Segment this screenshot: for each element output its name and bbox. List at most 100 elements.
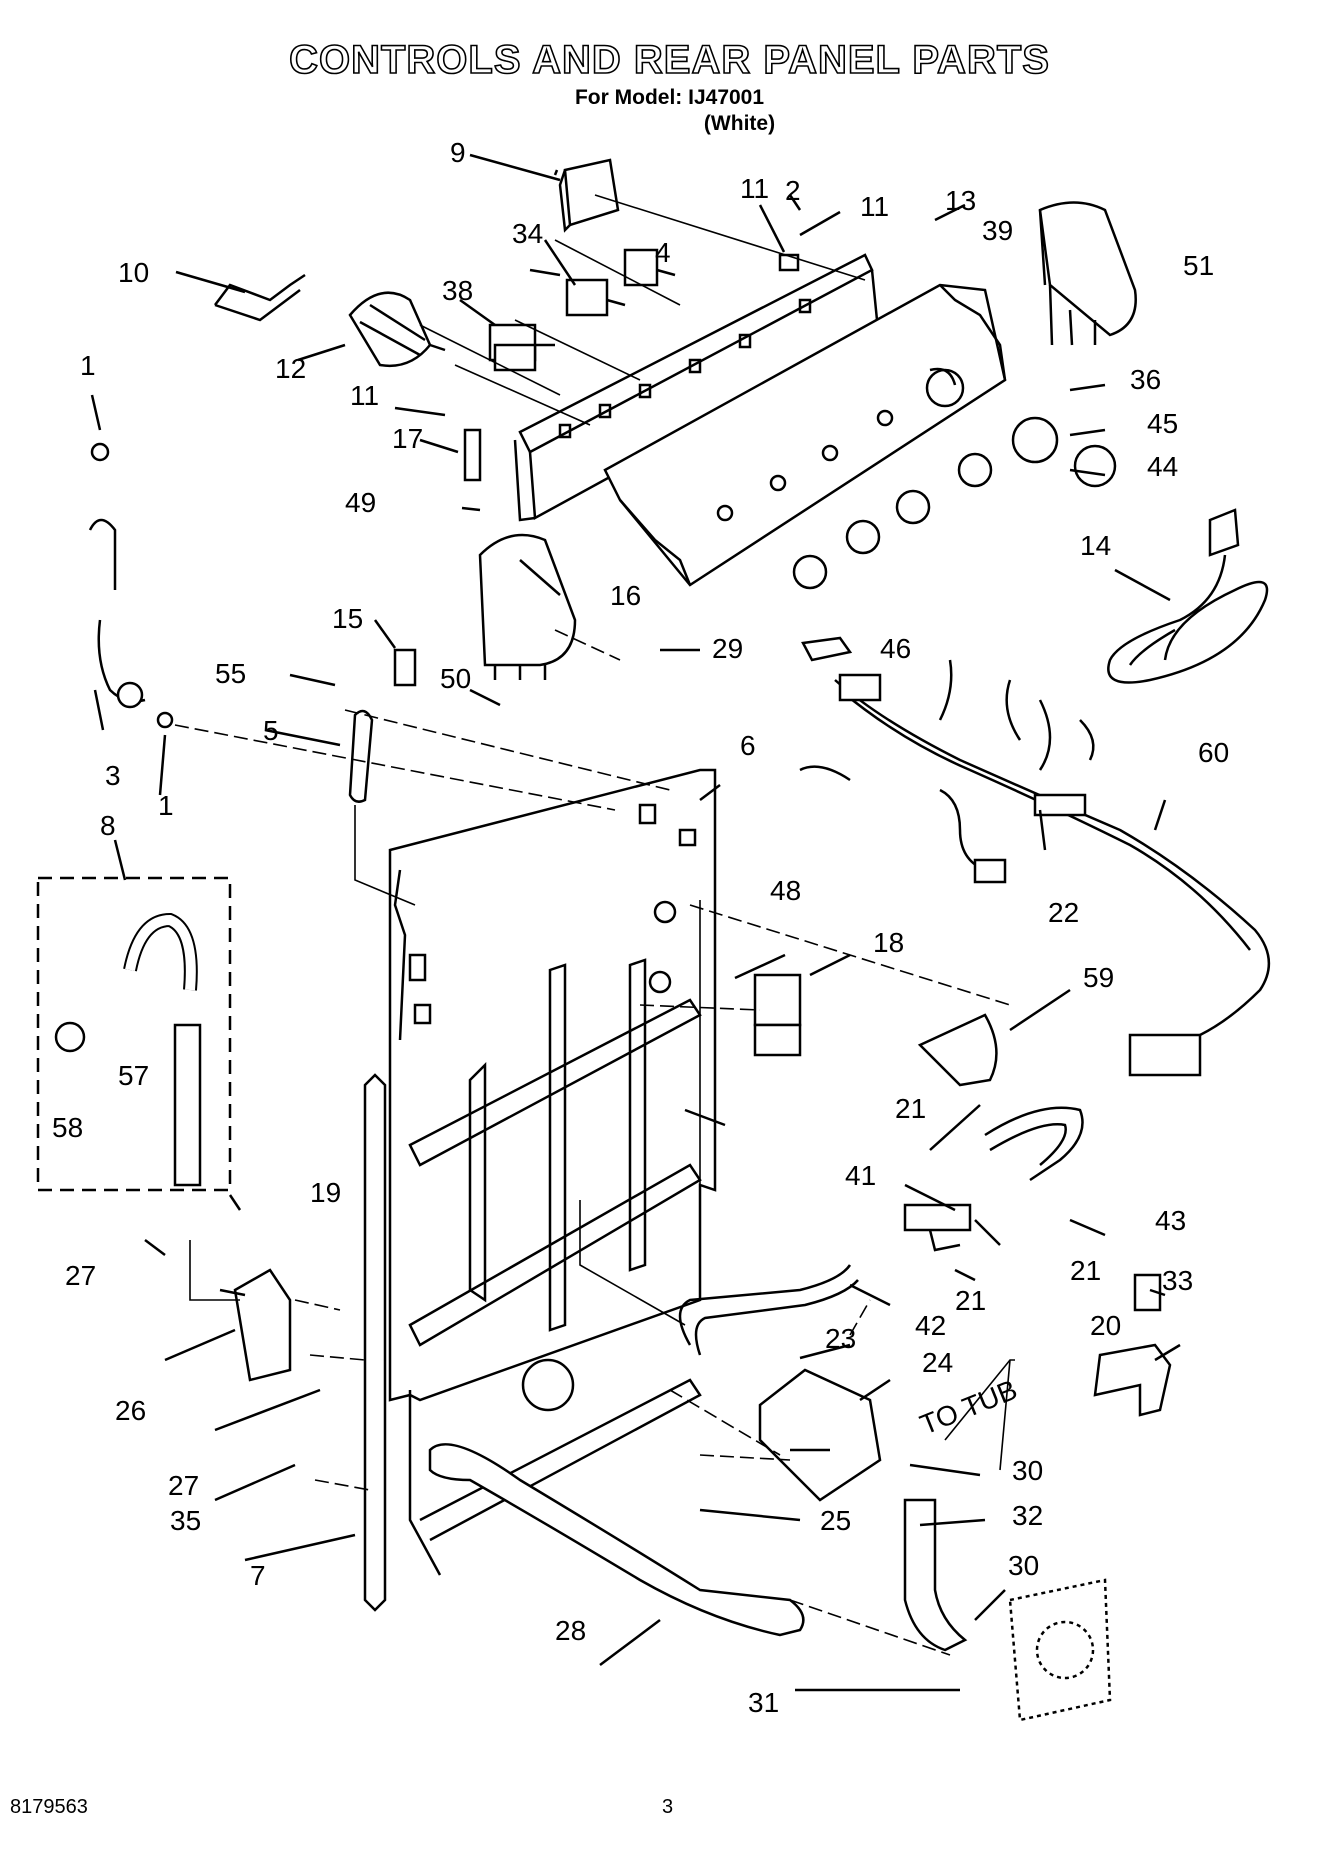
part-number-label: 23 xyxy=(825,1323,856,1354)
water-valve-18 xyxy=(648,900,802,1057)
part-number-label: 7 xyxy=(250,1560,266,1591)
part-number-label: 3 xyxy=(105,760,121,791)
part-24 xyxy=(758,1368,882,1502)
part-number-label: 36 xyxy=(1130,364,1161,395)
part-number-label: 46 xyxy=(880,633,911,664)
part-number-label: 45 xyxy=(1147,408,1178,439)
part-number-label: 48 xyxy=(770,875,801,906)
part-number-label: 29 xyxy=(712,633,743,664)
bracket-10 xyxy=(214,273,306,322)
knob-group-46 xyxy=(792,416,1117,590)
rear-panel-6 xyxy=(388,768,717,1576)
part-number-label: 59 xyxy=(1083,962,1114,993)
part-number-label: 60 xyxy=(1198,737,1229,768)
part-number-label: 19 xyxy=(310,1177,341,1208)
part-number-label: 1 xyxy=(158,790,174,821)
part-number-label: 25 xyxy=(820,1505,851,1536)
part-number-label: 27 xyxy=(168,1470,199,1501)
part-number-label: 20 xyxy=(1090,1310,1121,1341)
part-number-label: 32 xyxy=(1012,1500,1043,1531)
part-number-label: 38 xyxy=(442,275,473,306)
switch-34 xyxy=(565,278,626,317)
strain-relief-15 xyxy=(393,648,417,687)
part-number-label: 44 xyxy=(1147,451,1178,482)
part-number-label: 49 xyxy=(345,487,376,518)
part-number-label: 28 xyxy=(555,1615,586,1646)
part-number-label: 4 xyxy=(655,237,671,268)
part-number-label: 50 xyxy=(440,663,471,694)
part-number-label: 39 xyxy=(982,215,1013,246)
part-number-label: 43 xyxy=(1155,1205,1186,1236)
part-number-label: 24 xyxy=(922,1347,953,1378)
part-number-label: 1 xyxy=(80,350,96,381)
part-number-label: 57 xyxy=(118,1060,149,1091)
inlet-hose-3 xyxy=(88,442,174,729)
part-number-label: 51 xyxy=(1183,250,1214,281)
model-line: For Model: IJ47001 xyxy=(574,86,765,109)
color-line: (White) xyxy=(703,112,776,135)
part-number-label: 30 xyxy=(1012,1455,1043,1486)
part-number-label: 2 xyxy=(785,175,801,206)
part-number-label: 17 xyxy=(392,423,423,454)
part-number-label: 41 xyxy=(845,1160,876,1191)
part-number-label: 21 xyxy=(1070,1255,1101,1286)
leader-arrows xyxy=(90,153,1181,1692)
part-number-label: 8 xyxy=(100,810,116,841)
console-endcap-16 xyxy=(478,533,577,680)
part-26 xyxy=(233,1268,292,1382)
part-number-label: 13 xyxy=(945,185,976,216)
part-number-label: 9 xyxy=(450,137,466,168)
part-number-label: 12 xyxy=(275,353,306,384)
bracket-5 xyxy=(348,709,374,803)
part-number-label: 35 xyxy=(170,1505,201,1536)
part-number-label: 55 xyxy=(215,658,246,689)
clip-2 xyxy=(778,253,800,272)
lamp-holder-36 xyxy=(925,368,965,408)
switch-38 xyxy=(488,323,555,372)
part-number-label: 33 xyxy=(1162,1265,1193,1296)
page-number: 3 xyxy=(662,1796,674,1818)
drain-hose-28 xyxy=(428,1443,805,1637)
drain-hose-32 xyxy=(903,1498,968,1652)
side-rail-7 xyxy=(363,1073,387,1612)
wire-harness-60 xyxy=(799,659,1271,1077)
hose-42 xyxy=(678,1264,859,1356)
bracket-20 xyxy=(1093,1343,1172,1417)
hose-43 xyxy=(984,1106,1084,1182)
fill-hose-kit-8 xyxy=(36,876,232,1192)
part-number-label: 10 xyxy=(118,257,149,288)
part-59 xyxy=(917,1013,998,1087)
part-number-label: 11 xyxy=(740,173,769,204)
part-number-label: 16 xyxy=(610,580,641,611)
part-number-label: 15 xyxy=(332,603,363,634)
part-number-label: 27 xyxy=(65,1260,96,1291)
pump-housing xyxy=(1008,1578,1112,1722)
assembly-solid-lines xyxy=(189,194,1015,1471)
clip-17 xyxy=(463,428,482,482)
part-number-label: 21 xyxy=(895,1093,926,1124)
page-title: CONTROLS AND REAR PANEL PARTS xyxy=(288,37,1050,83)
part-number-label: 58 xyxy=(52,1112,83,1143)
part-number-label: 42 xyxy=(915,1310,946,1341)
part-number-label: 34 xyxy=(512,218,543,249)
part-number-label: 6 xyxy=(740,730,756,761)
part-29 xyxy=(801,636,853,662)
part-number-label: 22 xyxy=(1048,897,1079,928)
console-panel-39 xyxy=(603,283,1007,587)
part-number-label: 26 xyxy=(115,1395,146,1426)
console-endcap-51 xyxy=(1038,201,1137,346)
part-number-label: 5 xyxy=(263,715,279,746)
part-number-label: 31 xyxy=(748,1687,779,1718)
part-41 xyxy=(903,1203,972,1252)
part-number-label: 11 xyxy=(860,191,889,222)
part-number-label: 30 xyxy=(1008,1550,1039,1581)
to-tub-label: TO TUB xyxy=(916,1374,1022,1441)
doc-number: 8179563 xyxy=(10,1796,88,1818)
timer-12 xyxy=(348,291,446,368)
part-number-label: 14 xyxy=(1080,530,1111,561)
part-number-label: 18 xyxy=(873,927,904,958)
power-cord-14 xyxy=(1107,508,1269,684)
